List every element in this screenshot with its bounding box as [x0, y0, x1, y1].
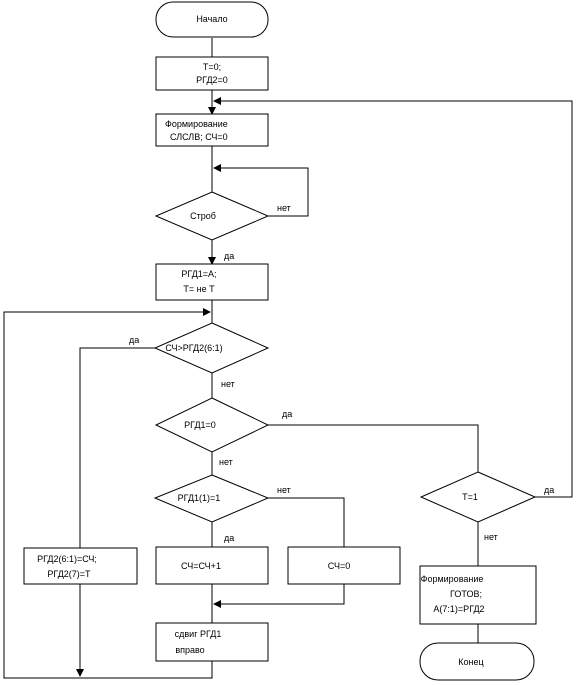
strob-decision: Строб [154, 191, 270, 241]
form-process: Формирование СЛСЛВ; СЧ=0 [155, 113, 269, 147]
init-label-1: T=0; [203, 62, 221, 72]
t1-yes-label: да [544, 485, 554, 495]
rgd1bit-label: РГД1(1)=1 [178, 493, 221, 503]
cmp-yes-line [79, 347, 155, 548]
rgd1zero-no-label: нет [219, 457, 233, 467]
loop-back-line [3, 308, 213, 679]
connectors [3, 38, 573, 679]
strob-no-label: нет [277, 203, 291, 213]
ready-label-2: ГОТОВ; [450, 589, 482, 599]
rgd1zero-decision: РГД1=0 [154, 397, 270, 453]
end-label: Конец [458, 657, 483, 667]
strob-label: Строб [190, 211, 216, 221]
end-terminal: Конец [419, 642, 535, 681]
inc-process: СЧ=СЧ+1 [155, 546, 269, 585]
shift-label-2: вправо [175, 645, 204, 655]
rgd1zero-yes-label: да [282, 409, 292, 419]
t1-no-label: нет [484, 532, 498, 542]
ready-label-1: Формирование [421, 574, 484, 584]
inc-label: СЧ=СЧ+1 [181, 561, 221, 571]
assign-label-1: РГД2(6:1)=СЧ; [37, 554, 97, 564]
t1-label: T=1 [462, 492, 478, 502]
cmp-no-label: нет [221, 379, 235, 389]
rgd1zero-yes-line [268, 424, 479, 472]
rgd1bit-no-line [268, 497, 345, 547]
cmp-decision: СЧ>РГД2(6:1) [153, 322, 270, 374]
start-terminal: Начало [155, 1, 269, 38]
cmp-yes-label: да [129, 335, 139, 345]
form-label-2: СЛСЛВ; СЧ=0 [170, 132, 228, 142]
rgd1zero-label: РГД1=0 [184, 420, 216, 430]
form-label-1: Формирование [165, 119, 228, 129]
strob-no-loop [213, 164, 309, 217]
shift-label-1: сдвиг РГД1 [175, 629, 222, 639]
assign-label-2: РГД2(7)=T [47, 569, 91, 579]
zero-merge-line [213, 584, 345, 608]
start-label: Начало [196, 14, 227, 24]
strob-yes-label: да [224, 251, 234, 261]
rgd1-label-1: РГД1=A; [181, 269, 216, 279]
cmp-label: СЧ>РГД2(6:1) [165, 343, 222, 353]
init-label-2: РГД2=0 [196, 75, 228, 85]
assign-process: РГД2(6:1)=СЧ; РГД2(7)=T [23, 547, 138, 585]
ready-label-3: A(7:1)=РГД2 [433, 604, 484, 614]
zero-process: СЧ=0 [287, 546, 401, 585]
rgd1bit-no-label: нет [277, 485, 291, 495]
init-process: T=0; РГД2=0 [155, 56, 269, 91]
rgd1-label-2: T= не T [183, 284, 215, 294]
t1-yes-loop [213, 97, 573, 498]
t1-decision: T=1 [419, 471, 537, 523]
rgd1-process: РГД1=A; T= не T [155, 263, 269, 301]
rgd1bit-decision: РГД1(1)=1 [153, 474, 270, 523]
ready-process: Формирование ГОТОВ; A(7:1)=РГД2 [419, 565, 537, 625]
rgd1bit-yes-label: да [224, 533, 234, 543]
zero-label: СЧ=0 [328, 561, 350, 571]
shift-process: сдвиг РГД1 вправо [155, 622, 269, 662]
